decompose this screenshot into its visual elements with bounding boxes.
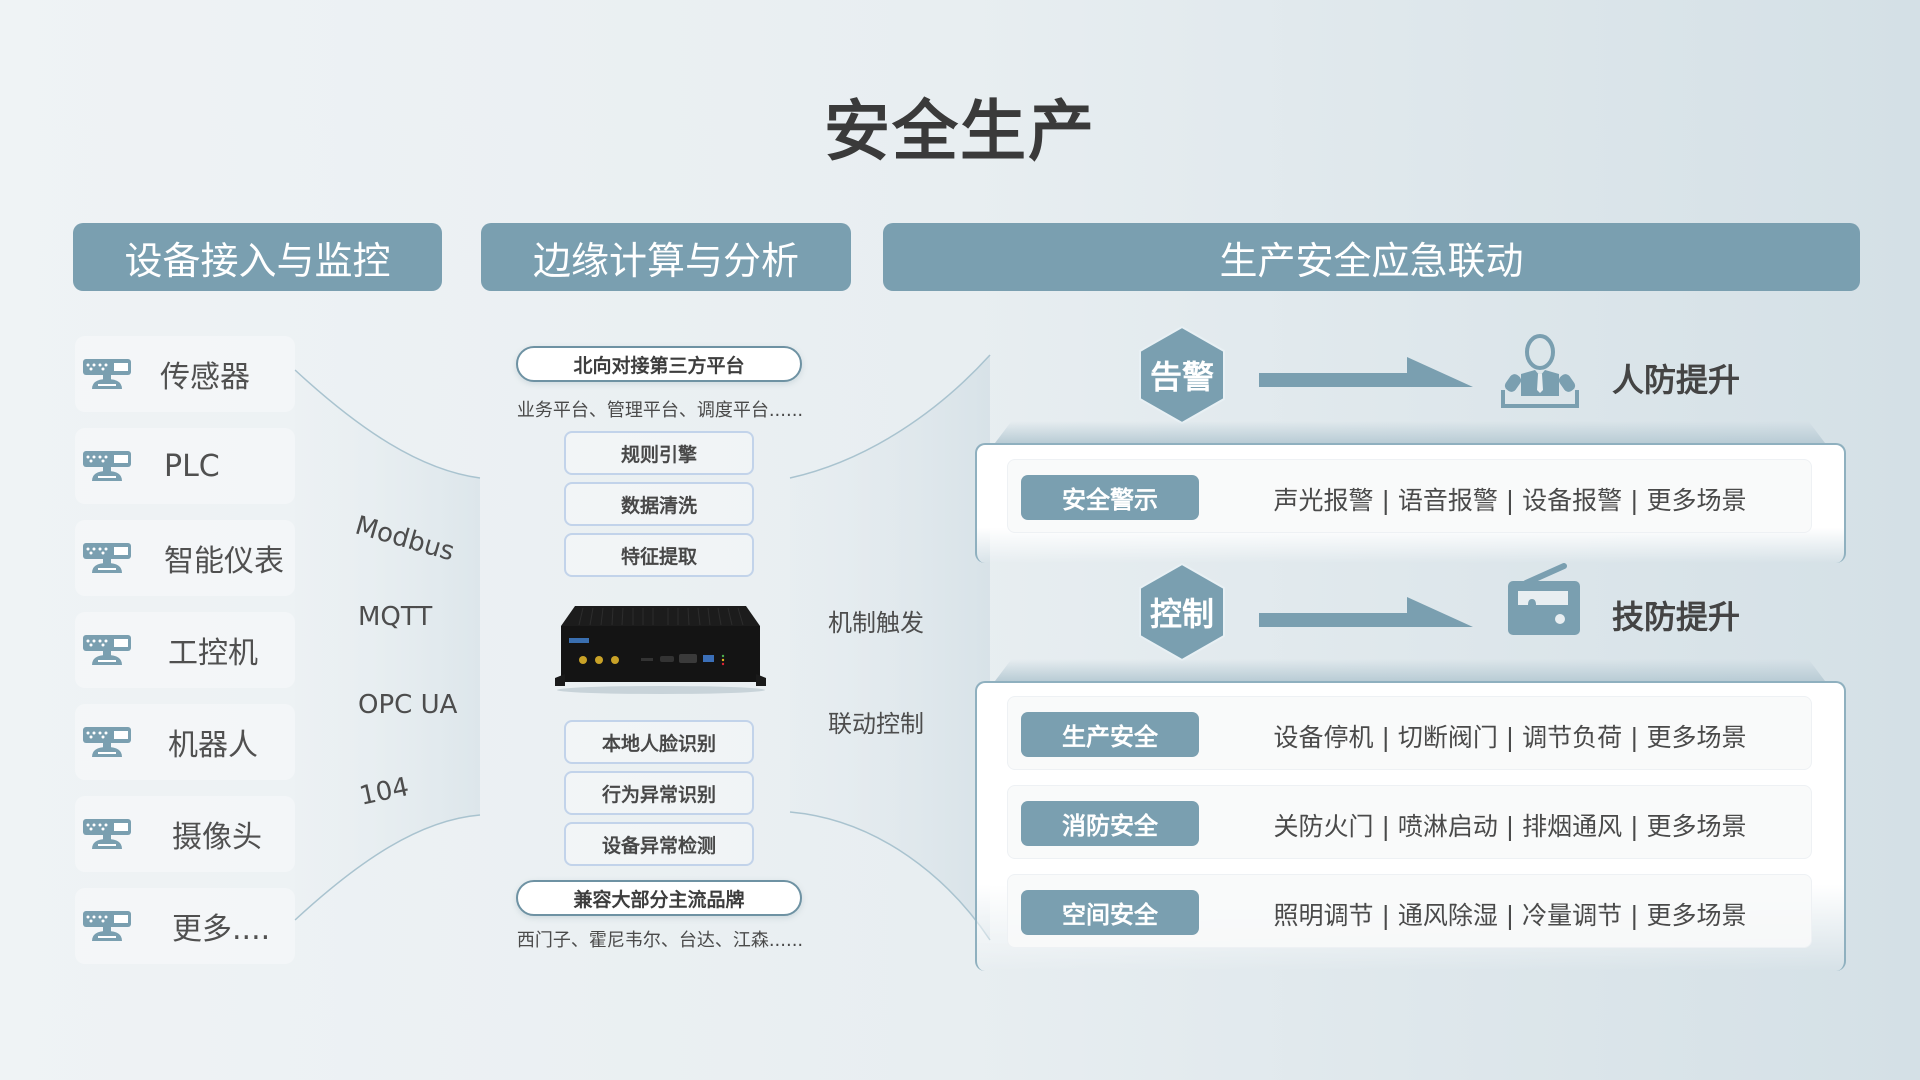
func-rule-engine: 规则引擎 (564, 431, 754, 475)
device-label: PLC (164, 448, 220, 484)
header-edge-computing: 边缘计算与分析 (481, 223, 851, 291)
device-label: 智能仪表 (164, 544, 284, 579)
func-face-recognition: 本地人脸识别 (564, 720, 754, 764)
scenario-badge: 生产安全 (1021, 712, 1199, 757)
header-device-access: 设备接入与监控 (73, 223, 442, 291)
device-sensor-icon (83, 635, 131, 665)
device-label: 工控机 (168, 636, 258, 671)
device-label: 传感器 (160, 360, 250, 395)
control-panel-shade (995, 659, 1825, 681)
func-data-cleaning: 数据清洗 (564, 482, 754, 526)
device-item-robot: 机器人 (75, 704, 295, 780)
radio-control-icon (1508, 563, 1580, 635)
arrow-right-icon (1259, 597, 1473, 627)
north-platform-pill: 北向对接第三方平台 (516, 346, 802, 382)
security-guard-icon (1501, 334, 1579, 408)
south-brand-note: 西门子、霍尼韦尔、台达、江森...... (516, 930, 804, 951)
scenario-badge: 消防安全 (1021, 801, 1199, 846)
device-sensor-icon (83, 911, 131, 941)
protocol-mqtt: MQTT (358, 602, 433, 632)
func-device-anomaly: 设备异常检测 (564, 822, 754, 866)
north-platform-note: 业务平台、管理平台、调度平台...... (516, 400, 804, 421)
device-sensor-icon (83, 359, 131, 389)
device-sensor-icon (83, 819, 131, 849)
trigger-mechanism: 机制触发 (828, 609, 924, 637)
device-item-plc: PLC (75, 428, 295, 504)
device-sensor-icon (83, 727, 131, 757)
scenario-actions: 关防火门 | 喷淋启动 | 排烟通风 | 更多场景 (1273, 812, 1747, 841)
scenario-actions: 声光报警 | 语音报警 | 设备报警 | 更多场景 (1273, 486, 1747, 515)
device-item-smart-meter: 智能仪表 (75, 520, 295, 596)
scenario-badge: 空间安全 (1021, 890, 1199, 935)
device-label: 更多.... (172, 912, 271, 947)
trigger-linkage-control: 联动控制 (828, 710, 924, 738)
protocol-opcua: OPC UA (358, 690, 458, 720)
tech-defense-label: 技防提升 (1612, 598, 1741, 636)
protocol-104: 104 (356, 772, 412, 812)
device-sensor-icon (83, 543, 131, 573)
device-item-more: 更多.... (75, 888, 295, 964)
func-behavior-anomaly: 行为异常识别 (564, 771, 754, 815)
scenario-actions: 设备停机 | 切断阀门 | 调节负荷 | 更多场景 (1273, 723, 1747, 752)
control-hexagon-label: 控制 (1149, 595, 1214, 633)
south-brand-pill: 兼容大部分主流品牌 (516, 880, 802, 916)
device-label: 摄像头 (172, 820, 262, 855)
page-title: 安全生产 (824, 93, 1096, 170)
header-emergency-linkage: 生产安全应急联动 (883, 223, 1860, 291)
edge-computing-box-image (555, 606, 766, 694)
device-item-industrial-pc: 工控机 (75, 612, 295, 688)
func-feature-extraction: 特征提取 (564, 533, 754, 577)
alarm-panel-shade (995, 421, 1825, 443)
device-label: 机器人 (168, 728, 258, 763)
alarm-hexagon-label: 告警 (1149, 358, 1214, 396)
protocol-modbus: Modbus (351, 510, 458, 568)
scenario-actions: 照明调节 | 通风除湿 | 冷量调节 | 更多场景 (1273, 901, 1747, 930)
device-item-camera: 摄像头 (75, 796, 295, 872)
scenario-badge: 安全警示 (1021, 475, 1199, 520)
arrow-right-icon (1259, 357, 1473, 387)
device-sensor-icon (83, 451, 131, 481)
human-defense-label: 人防提升 (1612, 361, 1741, 399)
device-item-sensor: 传感器 (75, 336, 295, 412)
